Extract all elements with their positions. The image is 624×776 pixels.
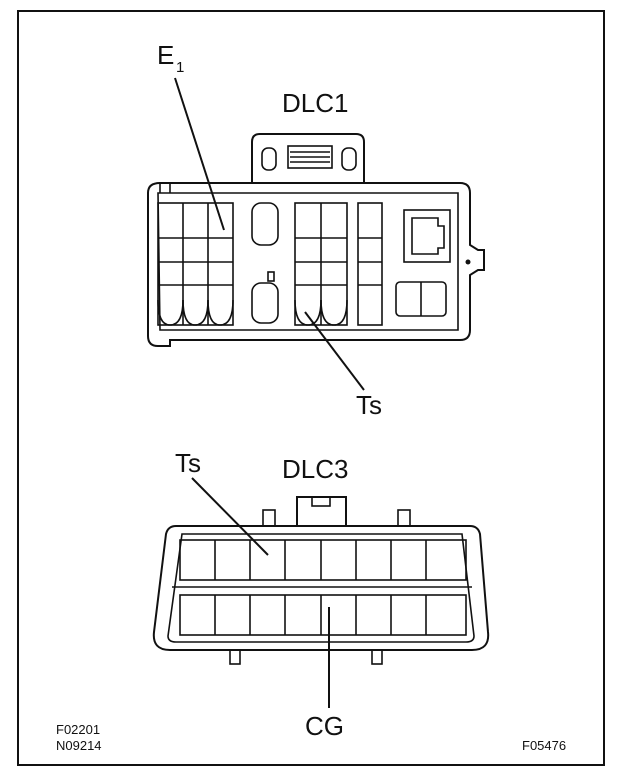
dlc1-latch <box>251 133 365 183</box>
dlc3-title: DLC3 <box>282 454 348 484</box>
dlc3-right-tab <box>397 509 411 527</box>
dlc1-connector <box>147 133 485 347</box>
figure-code-right: F05476 <box>522 738 566 753</box>
ts-dlc3-leader <box>191 477 269 556</box>
e1-subscript: 1 <box>176 59 184 76</box>
e1-label: E <box>157 40 174 70</box>
dlc1-modular-socket <box>403 209 451 263</box>
dlc1-single-slot-top <box>251 202 279 246</box>
dlc1-latch-slot <box>287 145 333 169</box>
figure-code-left-bottom: N09214 <box>56 738 102 753</box>
dlc3-connector <box>152 496 490 665</box>
e1-leader <box>174 77 225 231</box>
dlc1-left-terminals <box>157 202 234 326</box>
dlc1-title: DLC1 <box>282 88 348 118</box>
ts-dlc3-label: Ts <box>175 448 201 478</box>
diagram-frame <box>17 10 605 766</box>
dlc1-single-slot-bottom <box>251 282 279 324</box>
ts-dlc1-label: Ts <box>356 390 382 420</box>
dlc3-bottom-pins <box>179 594 467 636</box>
dlc1-center-terminals <box>294 202 348 326</box>
dlc3-top-pins <box>179 539 467 581</box>
dlc3-left-foot <box>229 649 241 665</box>
dlc3-center-tab <box>296 496 347 526</box>
cg-label: CG <box>305 711 344 741</box>
dlc1-right-column <box>357 202 383 326</box>
dlc3-body <box>152 525 490 651</box>
figure-code-left-top: F02201 <box>56 722 100 737</box>
dlc3-left-tab <box>262 509 276 527</box>
ts-dlc1-leader <box>304 311 365 391</box>
dlc1-body <box>147 182 485 347</box>
dlc3-right-foot <box>371 649 383 665</box>
